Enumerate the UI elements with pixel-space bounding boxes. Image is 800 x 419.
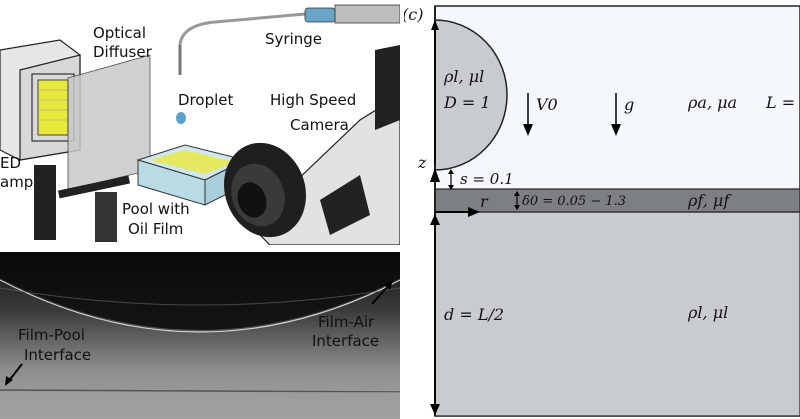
pool-region: [434, 211, 800, 417]
r-axis-label: r: [480, 192, 489, 211]
setup-panel: ED amp Optical Diffuser Syringe Droplet …: [0, 0, 400, 245]
panel-label: (c): [404, 5, 423, 24]
led-lamp-label: ED amp: [0, 154, 33, 191]
gap-label: s = 0.1: [460, 170, 514, 188]
film-props-label: ρf, μf: [687, 191, 732, 210]
z-axis-arrow: [430, 168, 440, 182]
domain-length-label: L =: [765, 93, 795, 112]
droplet-shape: [176, 112, 186, 124]
film-thickness-label: δ0 = 0.05 − 1.3: [522, 194, 626, 209]
z-axis-label: z: [417, 153, 427, 172]
film-air-interface-line: [0, 279, 400, 333]
pool: [136, 144, 247, 206]
schematic-panel: (c) ρl, μl D = 1 V0 g ρa, μa L = z s = 0…: [404, 0, 800, 419]
droplet-bottom-shape: [0, 252, 400, 330]
syringe: [178, 4, 400, 75]
photo-panel: Film-Pool Interface Film-Air Interface: [0, 252, 400, 419]
high-speed-camera: [223, 45, 400, 245]
gravity-label: g: [624, 95, 634, 114]
drop-props-label: ρl, μl: [443, 67, 484, 86]
optical-diffuser-label: Optical Diffuser: [93, 24, 153, 61]
film-air-arrow: [371, 283, 391, 305]
velocity-label: V0: [536, 95, 558, 114]
camera-label: High Speed Camera: [270, 91, 361, 134]
film-pool-interface-line: [0, 389, 400, 393]
pool-label: Pool with Oil Film: [122, 200, 194, 238]
droplet-label: Droplet: [178, 91, 233, 109]
air-props-label: ρa, μa: [687, 93, 737, 112]
pool-props-label: ρl, μl: [687, 303, 728, 322]
optical-diffuser: [57, 54, 151, 242]
pool-depth-label: d = L/2: [444, 305, 504, 324]
drop-shape: [434, 19, 508, 171]
syringe-label: Syringe: [265, 30, 322, 48]
film-pool-label: Film-Pool Interface: [18, 326, 91, 364]
film-air-label: Film-Air Interface: [312, 313, 379, 350]
drop-diameter-label: D = 1: [443, 93, 491, 112]
